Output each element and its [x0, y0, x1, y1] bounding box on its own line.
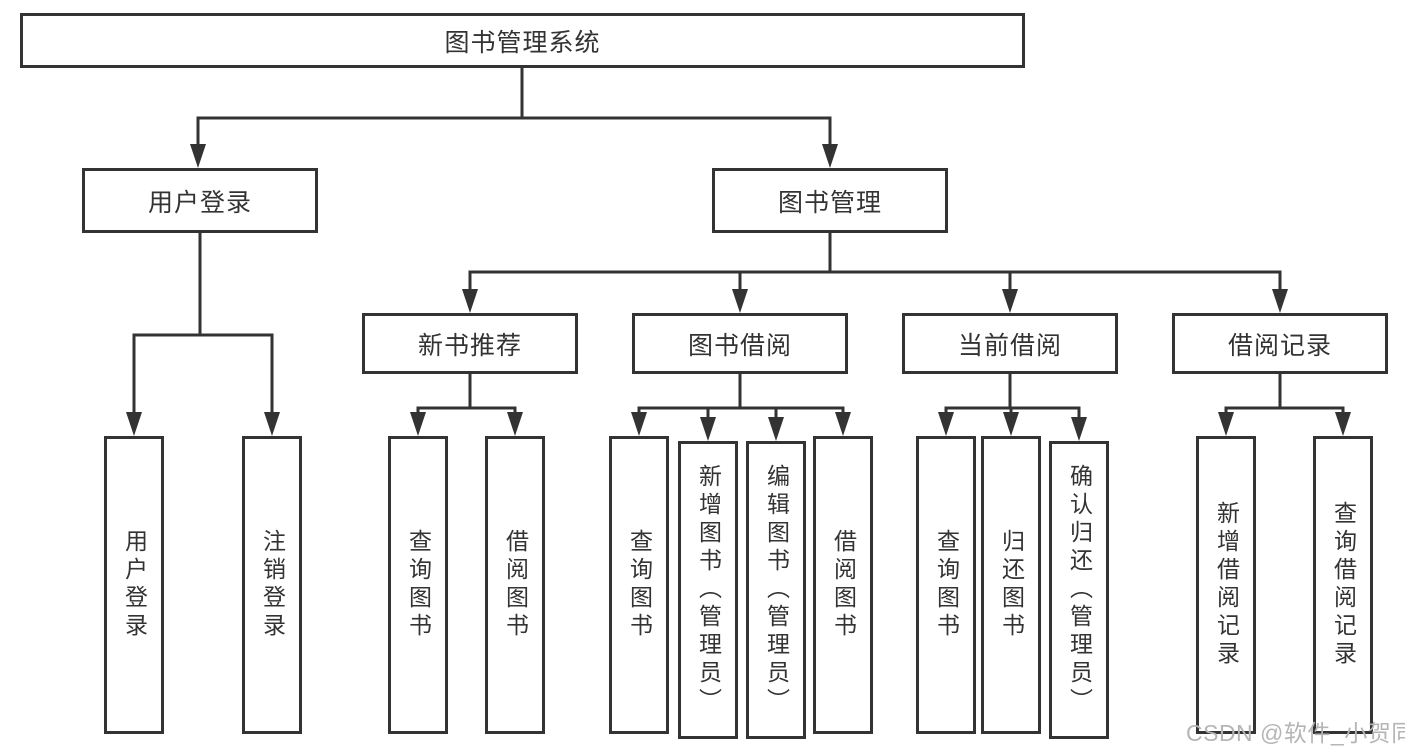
- node-leaf-logout-label: 注销登录: [259, 529, 286, 641]
- node-leaf-return-books-label: 归还图书: [998, 529, 1025, 641]
- node-leaf-borrow-books-recommend-label: 借阅图书: [502, 529, 529, 641]
- node-leaf-query-books-current: 查询图书: [916, 436, 976, 734]
- node-new-book-recommend-label: 新书推荐: [417, 331, 522, 360]
- node-leaf-query-books-current-label: 查询图书: [933, 529, 960, 641]
- node-leaf-add-books-admin-label: 新增图书（管理员）: [695, 464, 722, 716]
- node-leaf-borrow-books-borrowing: 借阅图书: [813, 436, 873, 734]
- node-current-borrowing: 当前借阅: [902, 313, 1118, 374]
- node-leaf-query-borrow-record: 查询借阅记录: [1313, 436, 1373, 734]
- node-leaf-query-borrow-record-label: 查询借阅记录: [1330, 501, 1357, 669]
- node-leaf-user-login: 用户登录: [104, 436, 164, 734]
- node-leaf-query-books-borrowing: 查询图书: [609, 436, 669, 734]
- node-leaf-confirm-return-admin-label: 确认归还（管理员）: [1066, 464, 1093, 716]
- node-leaf-user-login-label: 用户登录: [121, 529, 148, 641]
- node-leaf-borrow-books-borrowing-label: 借阅图书: [830, 529, 857, 641]
- node-leaf-query-books-recommend: 查询图书: [388, 436, 448, 734]
- node-leaf-add-borrow-record: 新增借阅记录: [1196, 436, 1256, 734]
- node-user-login: 用户登录: [82, 168, 318, 233]
- node-leaf-return-books: 归还图书: [981, 436, 1041, 734]
- node-user-login-label: 用户登录: [147, 188, 252, 217]
- node-leaf-confirm-return-admin: 确认归还（管理员）: [1049, 441, 1109, 739]
- node-leaf-borrow-books-recommend: 借阅图书: [485, 436, 545, 734]
- node-leaf-add-borrow-record-label: 新增借阅记录: [1213, 501, 1240, 669]
- node-book-management-label: 图书管理: [777, 188, 882, 217]
- node-borrowing-records: 借阅记录: [1172, 313, 1388, 374]
- node-library-system-label: 图书管理系统: [444, 28, 601, 57]
- node-leaf-query-books-recommend-label: 查询图书: [405, 529, 432, 641]
- node-new-book-recommend: 新书推荐: [362, 313, 578, 374]
- node-leaf-add-books-admin: 新增图书（管理员）: [678, 441, 738, 739]
- node-book-management: 图书管理: [712, 168, 948, 233]
- node-library-system: 图书管理系统: [20, 13, 1025, 68]
- node-current-borrowing-label: 当前借阅: [957, 331, 1062, 360]
- node-leaf-query-books-borrowing-label: 查询图书: [626, 529, 653, 641]
- csdn-watermark: CSDN @软件_小贺同学: [1186, 720, 1405, 746]
- node-leaf-edit-books-admin-label: 编辑图书（管理员）: [763, 464, 790, 716]
- node-leaf-logout: 注销登录: [242, 436, 302, 734]
- node-leaf-edit-books-admin: 编辑图书（管理员）: [746, 441, 806, 739]
- node-book-borrowing: 图书借阅: [632, 313, 848, 374]
- node-borrowing-records-label: 借阅记录: [1227, 331, 1332, 360]
- node-book-borrowing-label: 图书借阅: [687, 331, 792, 360]
